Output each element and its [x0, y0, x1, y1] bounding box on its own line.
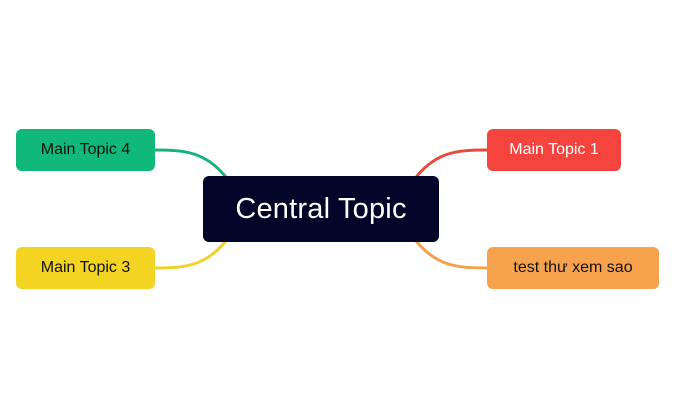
main-topic-3-node[interactable]: Main Topic 3 — [16, 247, 155, 289]
connector-topic-3 — [153, 240, 227, 270]
main-topic-1-node[interactable]: Main Topic 1 — [487, 129, 621, 171]
connector-topic-4 — [153, 148, 227, 178]
central-topic-label: Central Topic — [235, 192, 407, 225]
main-topic-2-node[interactable]: test thư xem sao — [487, 247, 659, 289]
connector-topic-2 — [415, 240, 489, 270]
main-topic-3-label: Main Topic 3 — [40, 259, 131, 276]
main-topic-1-label: Main Topic 1 — [509, 141, 599, 158]
main-topic-4-label: Main Topic 4 — [40, 141, 131, 158]
main-topic-2-label: test thư xem sao — [513, 259, 633, 276]
connector-topic-1 — [415, 148, 489, 178]
main-topic-4-node[interactable]: Main Topic 4 — [16, 129, 155, 171]
central-topic-node[interactable]: Central Topic — [203, 176, 439, 242]
